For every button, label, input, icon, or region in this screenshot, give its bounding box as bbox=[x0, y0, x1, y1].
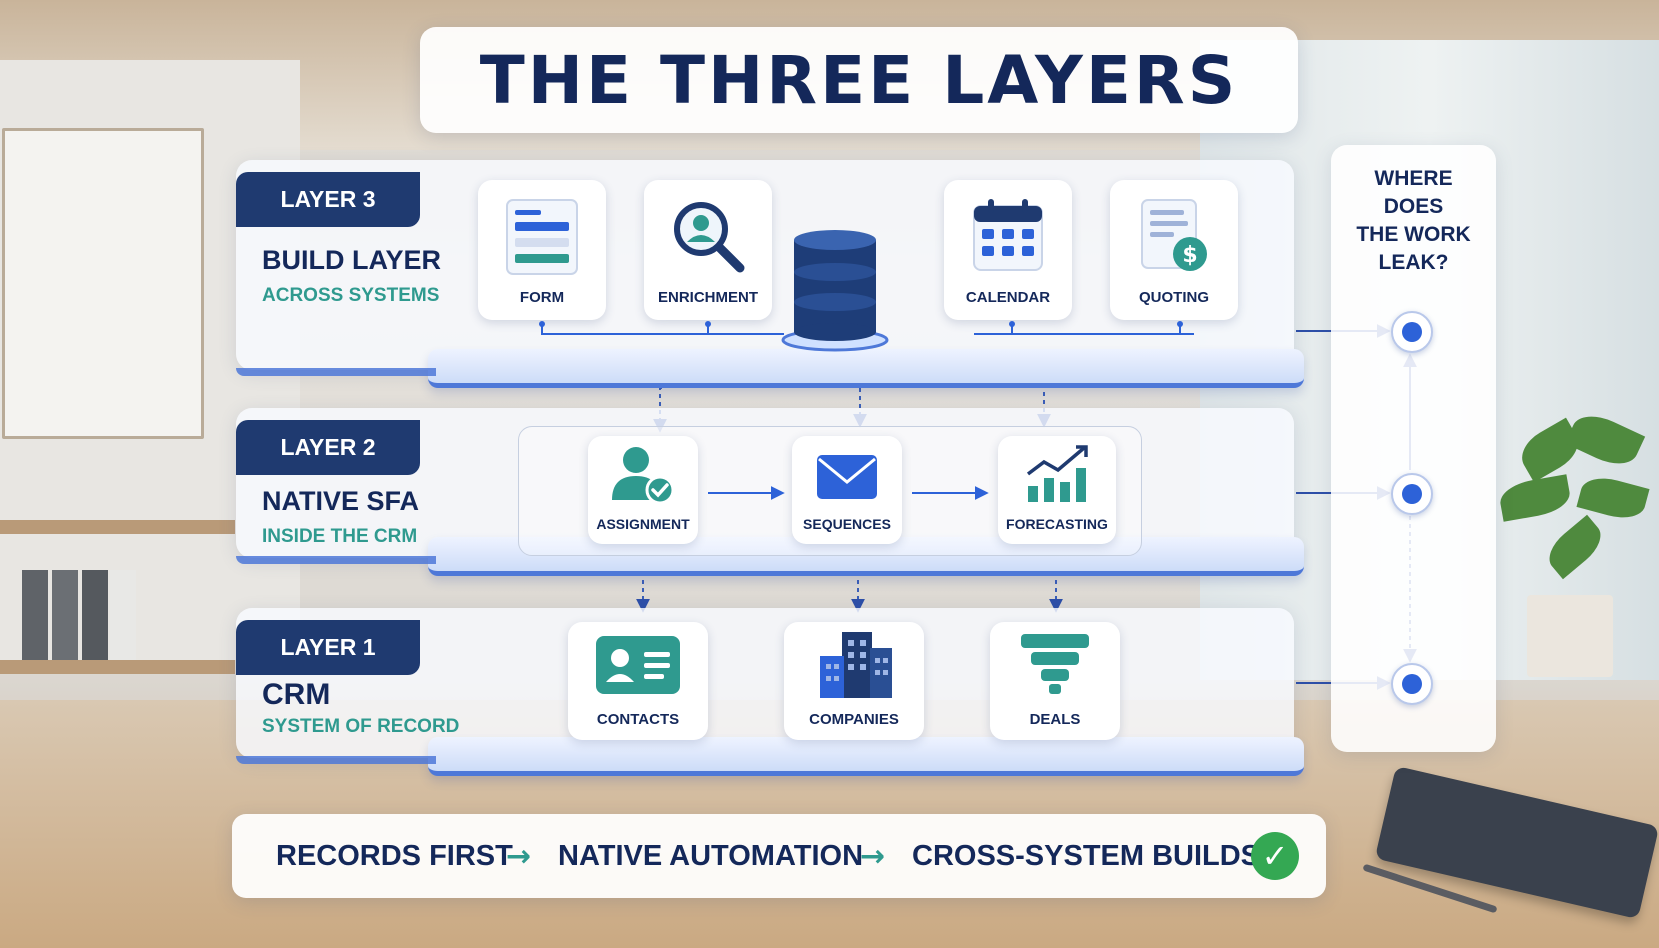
layer-3-name: BUILD LAYER bbox=[262, 245, 442, 275]
user-check-icon bbox=[612, 447, 675, 505]
layer-1-tag: LAYER 1 bbox=[236, 620, 420, 675]
plant-pot bbox=[1527, 595, 1613, 677]
layer-3-platform bbox=[428, 349, 1304, 388]
quote-dollar-icon: $ bbox=[1141, 199, 1207, 271]
assignment-card[interactable]: ASSIGNMENT bbox=[588, 436, 698, 544]
question-line: LEAK? bbox=[1378, 251, 1449, 274]
sequences-card[interactable]: SEQUENCES bbox=[792, 436, 902, 544]
flow-step-native: NATIVE AUTOMATION bbox=[558, 839, 864, 872]
leak-node-layer-1[interactable] bbox=[1391, 663, 1433, 705]
quoting-card[interactable]: $ QUOTING bbox=[1110, 180, 1238, 320]
layer-1-platform-edge bbox=[236, 756, 436, 764]
question-line: WHERE bbox=[1374, 167, 1453, 190]
layer-3-tag: LAYER 3 bbox=[236, 172, 420, 227]
forecasting-card[interactable]: FORECASTING bbox=[998, 436, 1116, 544]
layer-2-platform-edge bbox=[236, 556, 436, 564]
layer-2-subtitle: INSIDE THE CRM bbox=[262, 526, 418, 547]
companies-label: COMPANIES bbox=[809, 711, 899, 728]
leak-node-layer-2[interactable] bbox=[1391, 473, 1433, 515]
form-icon bbox=[506, 199, 578, 275]
growth-chart-icon bbox=[1026, 445, 1088, 502]
shelf-bottom bbox=[0, 660, 235, 674]
calendar-card[interactable]: CALENDAR bbox=[944, 180, 1072, 320]
whiteboard bbox=[2, 128, 204, 439]
layer-3-platform-edge bbox=[236, 368, 436, 376]
layer-1-panel: LAYER 1 CRM SYSTEM OF RECORD CONTACTS bbox=[236, 608, 1304, 776]
flow-step-records: RECORDS FIRST bbox=[276, 839, 513, 872]
layer-3-panel: LAYER 3 BUILD LAYER ACROSS SYSTEMS FORM … bbox=[236, 160, 1304, 388]
work-leak-question: WHERE DOES THE WORK LEAK? bbox=[1331, 165, 1496, 277]
title-card: THE THREE LAYERS bbox=[420, 27, 1298, 133]
check-circle-icon: ✓ bbox=[1251, 832, 1299, 880]
contacts-card[interactable]: CONTACTS bbox=[568, 622, 708, 740]
calendar-label: CALENDAR bbox=[965, 289, 1051, 306]
layer-1-subtitle: SYSTEM OF RECORD bbox=[262, 716, 460, 737]
layer-3-subtitle: ACROSS SYSTEMS bbox=[262, 285, 440, 306]
sequences-label: SEQUENCES bbox=[803, 516, 891, 532]
assignment-label: ASSIGNMENT bbox=[596, 516, 690, 532]
layer-2-flow-arrows bbox=[708, 486, 989, 500]
funnel-icon bbox=[1021, 634, 1089, 694]
flow-summary-bar: RECORDS FIRST → NATIVE AUTOMATION → CROS… bbox=[232, 814, 1326, 898]
svg-text:$: $ bbox=[1182, 243, 1197, 268]
question-line: THE WORK bbox=[1356, 223, 1471, 246]
calendar-icon bbox=[973, 199, 1043, 271]
layer-1-platform bbox=[428, 737, 1304, 776]
flow-step-cross-system: CROSS-SYSTEM BUILDS bbox=[912, 839, 1261, 872]
companies-card[interactable]: COMPANIES bbox=[784, 622, 924, 740]
binder bbox=[110, 570, 136, 662]
leak-node-layer-3[interactable] bbox=[1391, 311, 1433, 353]
arrow-right-icon: → bbox=[506, 838, 532, 874]
arrow-right-icon: → bbox=[860, 838, 886, 874]
contact-card-icon bbox=[596, 636, 680, 694]
layer-2-name: NATIVE SFA bbox=[262, 486, 420, 516]
buildings-icon bbox=[820, 632, 892, 698]
form-label: FORM bbox=[519, 289, 565, 306]
envelope-icon bbox=[817, 455, 877, 499]
page-title: THE THREE LAYERS bbox=[479, 41, 1239, 119]
binder bbox=[82, 570, 108, 662]
contacts-label: CONTACTS bbox=[596, 711, 680, 728]
forecasting-label: FORECASTING bbox=[1006, 516, 1108, 532]
layer-1-name: CRM bbox=[262, 678, 331, 711]
shelf-top bbox=[0, 520, 235, 534]
binder bbox=[22, 570, 48, 662]
database-icon bbox=[781, 230, 889, 352]
deals-card[interactable]: DEALS bbox=[990, 622, 1120, 740]
enrichment-label: ENRICHMENT bbox=[658, 289, 758, 306]
binder bbox=[52, 570, 78, 662]
question-line: DOES bbox=[1383, 195, 1444, 218]
layer-2-tag: LAYER 2 bbox=[236, 420, 420, 475]
quoting-label: QUOTING bbox=[1139, 289, 1209, 306]
work-leak-column: WHERE DOES THE WORK LEAK? bbox=[1331, 145, 1496, 752]
layer-3-link-line bbox=[539, 321, 1194, 335]
layer-2-panel: LAYER 2 NATIVE SFA INSIDE THE CRM ASSIGN… bbox=[236, 408, 1304, 576]
magnifier-user-icon bbox=[674, 202, 745, 273]
form-card[interactable]: FORM bbox=[478, 180, 606, 320]
enrichment-card[interactable]: ENRICHMENT bbox=[644, 180, 772, 320]
deals-label: DEALS bbox=[1029, 711, 1081, 728]
